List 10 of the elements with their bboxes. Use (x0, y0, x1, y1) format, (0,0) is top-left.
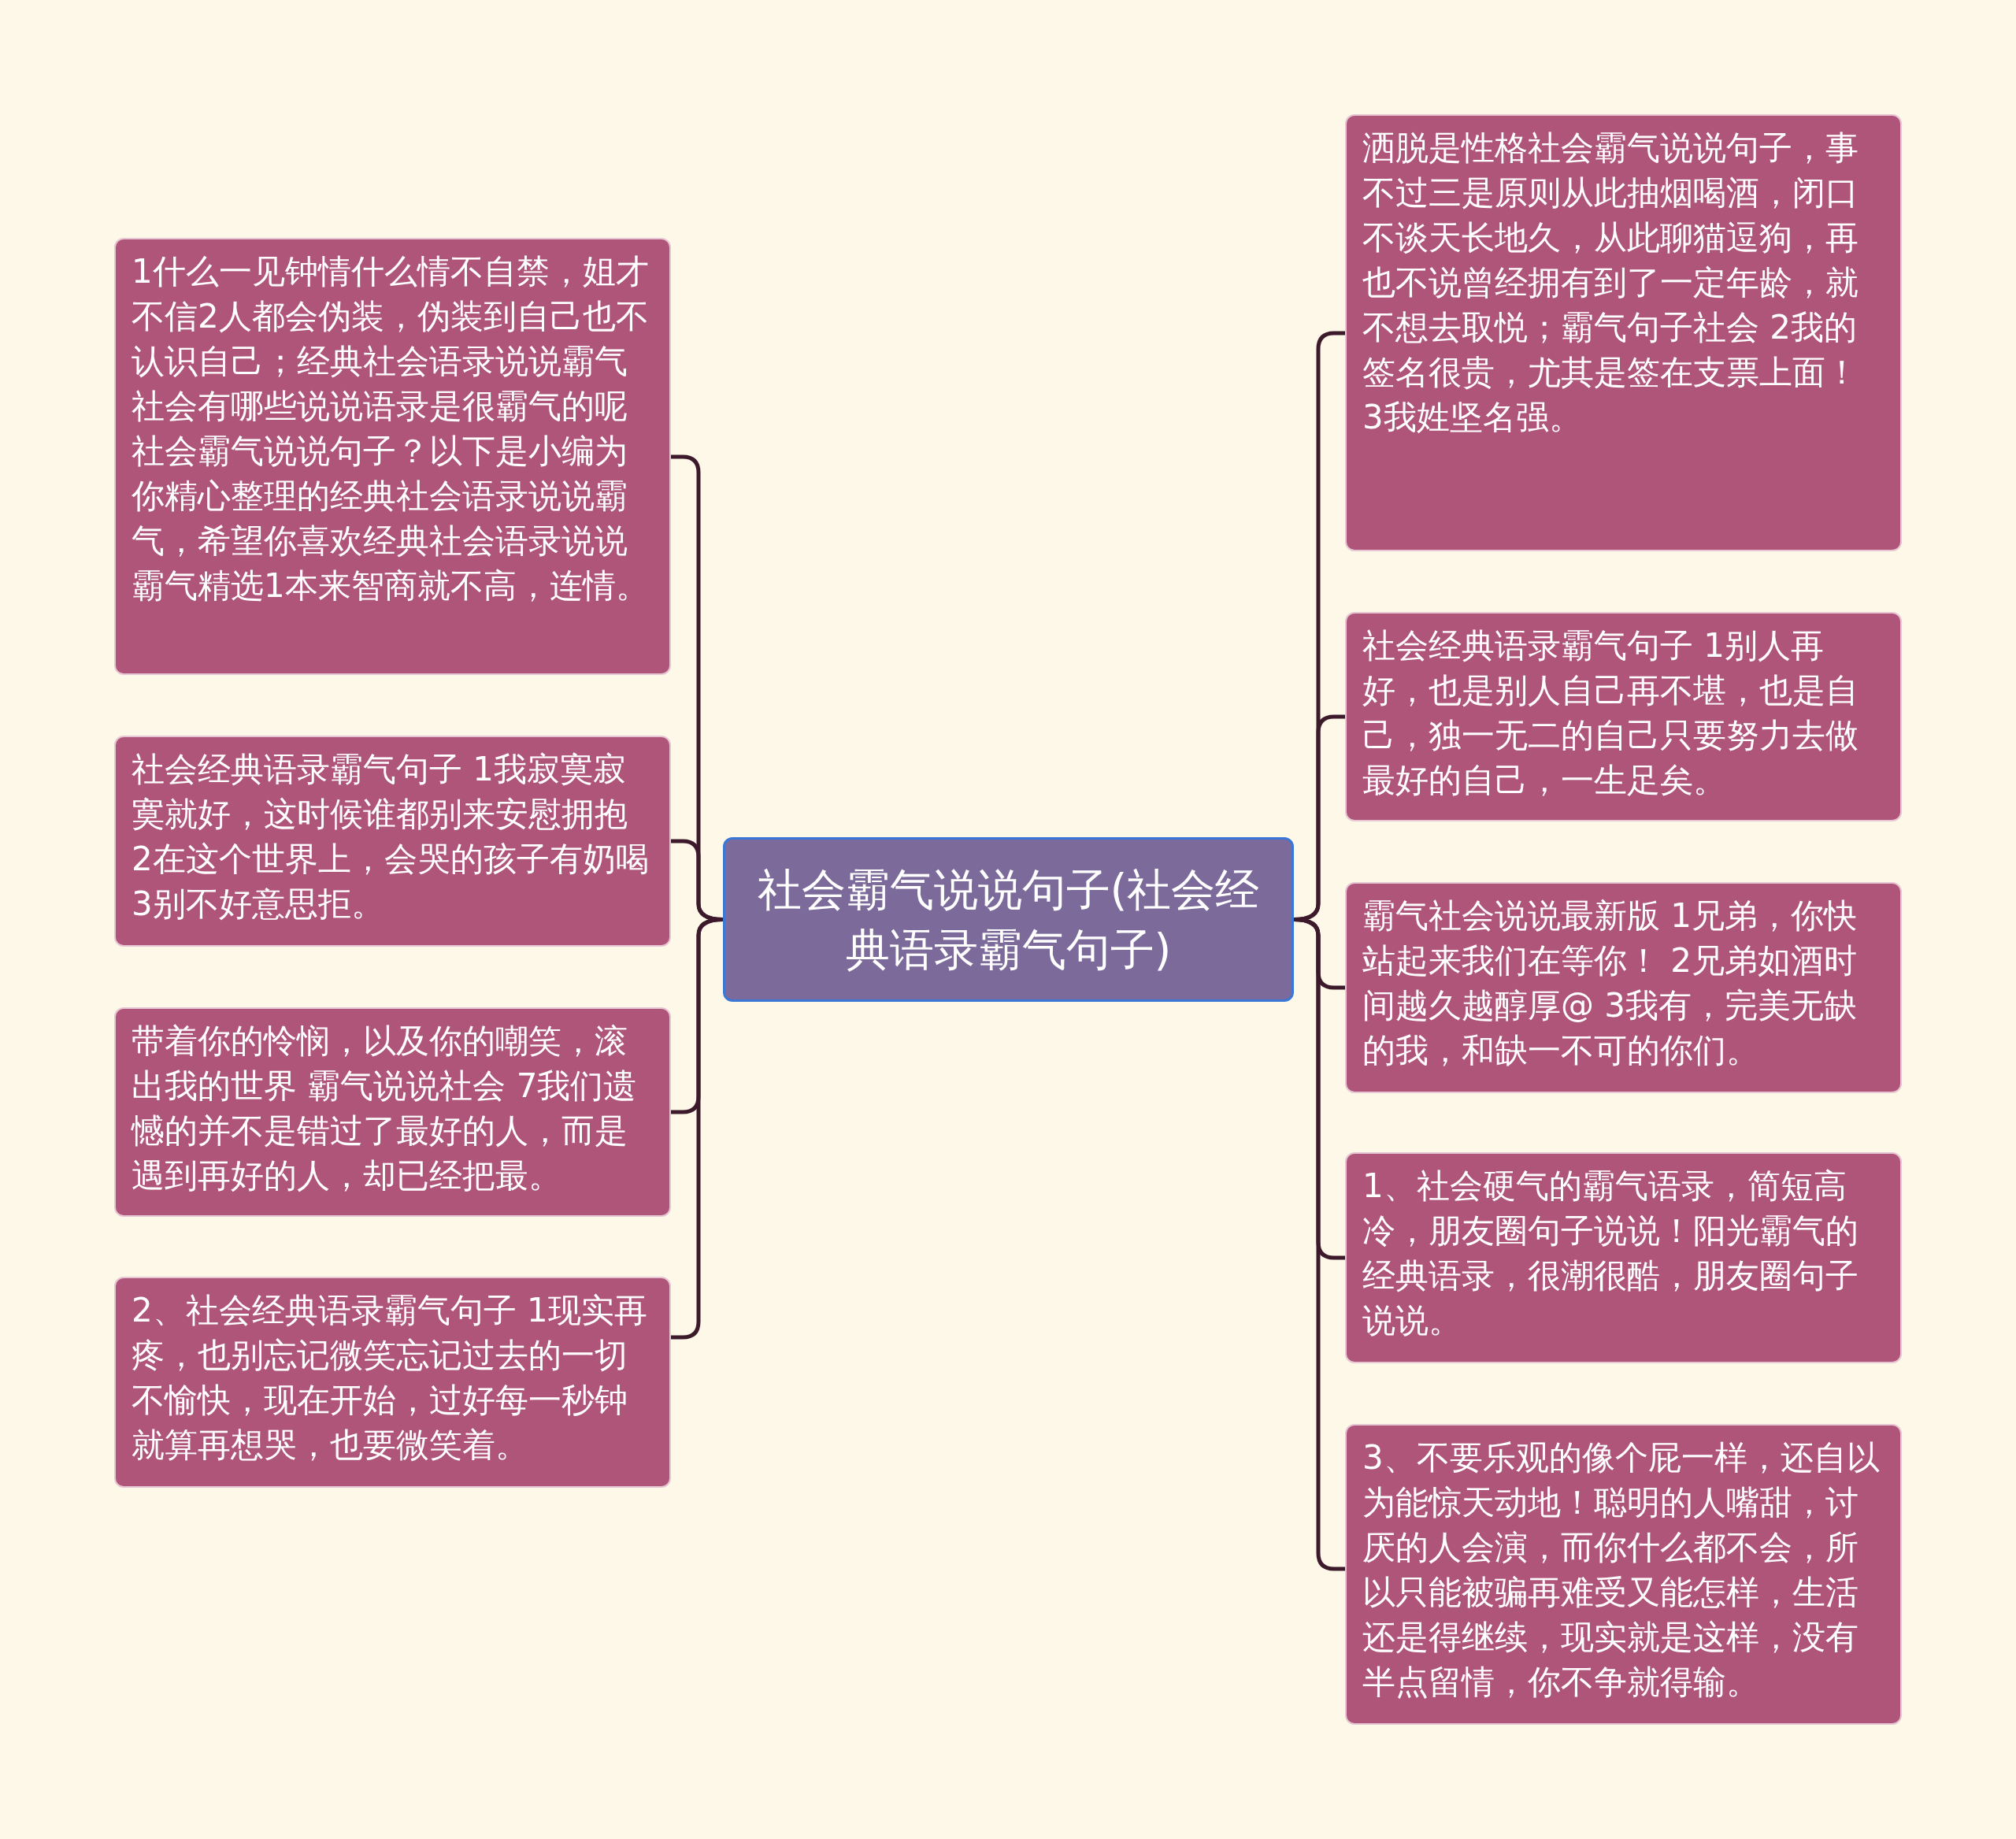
topic-box: 2、社会经典语录霸气句子 1现实再疼，也别忘记微笑忘记过去的一切不愉快，现在开始，过好每一秒钟就算再想哭，也要微笑着。 (114, 1277, 671, 1488)
topic-box: 霸气社会说说最新版 1兄弟，你快站起来我们在等你！ 2兄弟如酒时间越久越醇厚@ 3我有，完美无缺的我，和缺一不可的你们。 (1345, 882, 1902, 1093)
topic-box: 社会经典语录霸气句子 1别人再好，也是别人自己再不堪，也是自己，独一无二的自己只要努力去做最好的自己，一生足矣。 (1345, 612, 1902, 821)
topic-box: 洒脱是性格社会霸气说说句子，事不过三是原则从此抽烟喝酒，闭口不谈天长地久，从此聊猫逗狗，再也不说曾经拥有到了一定年龄，就不想去取悦；霸气句子社会 2我的签名很贵，尤其是签在支票上面！ 3我姓坚名强。 (1345, 114, 1902, 551)
topic-box: 1、社会硬气的霸气语录，简短高冷，朋友圈句子说说！阳光霸气的经典语录，很潮很酷，朋友圈句子说说。 (1345, 1152, 1902, 1363)
topic-box: 带着你的怜悯，以及你的嘲笑，滚出我的世界 霸气说说社会 7我们遗憾的并不是错过了最好的人，而是遇到再好的人，却已经把最。 (114, 1007, 671, 1217)
central-topic-box: 社会霸气说说句子(社会经典语录霸气句子) (723, 837, 1294, 1002)
topic-box: 社会经典语录霸气句子 1我寂寞寂寞就好，这时候谁都别来安慰拥抱 2在这个世界上，会哭的孩子有奶喝 3别不好意思拒。 (114, 736, 671, 947)
topic-box: 1什么一见钟情什么情不自禁，姐才不信2人都会伪装，伪装到自己也不认识自己；经典社会语录说说霸气社会有哪些说说语录是很霸气的呢社会霸气说说句子？以下是小编为你精心整理的经典社会语录说说霸气，希望你喜欢经典社会语录说说霸气精选1本来智商就不高，连情。 (114, 238, 671, 675)
topic-box: 3、不要乐观的像个屁一样，还自以为能惊天动地！聪明的人嘴甜，讨厌的人会演，而你什么都不会，所以只能被骗再难受又能怎样，生活还是得继续，现实就是这样，没有半点留情，你不争就得输。 (1345, 1424, 1902, 1725)
